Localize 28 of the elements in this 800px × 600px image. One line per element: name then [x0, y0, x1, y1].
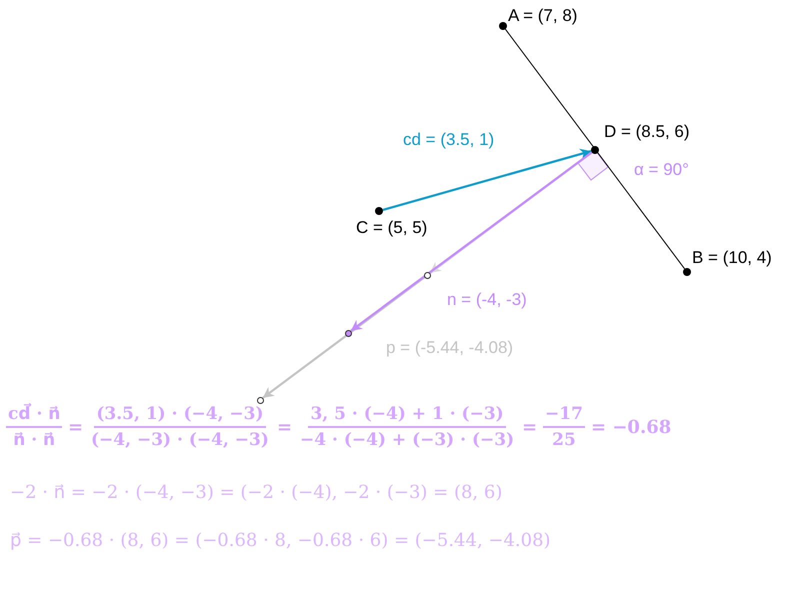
formula-denominator: −4 · (−4) + (−3) · (−3)	[299, 429, 516, 450]
formula-numerator: cd⃗ · n⃗	[6, 404, 62, 428]
formula-numerator: (3.5, 1) · (−4, −3)	[94, 404, 266, 428]
point-label: B = (10, 4)	[692, 248, 772, 268]
vector-arrow	[350, 152, 592, 332]
point-marker	[424, 272, 430, 278]
formula-numerator: −17	[543, 404, 585, 428]
formula-denominator: n⃗ · n⃗	[12, 429, 56, 450]
vector-arrow	[382, 148, 592, 211]
point-marker	[256, 396, 264, 404]
formula-line: −2 · n⃗ = −2 · (−4, −3) = (−2 · (−4), −2 · (−3) = (8, 6)	[10, 482, 502, 503]
point-label: D = (8.5, 6)	[604, 122, 690, 142]
edge-label: p = (-5.44, -4.08)	[386, 338, 514, 358]
edge-label: n = (-4, -3)	[447, 290, 527, 310]
formula-line: p⃗ = −0.68 · (8, 6) = (−0.68 · 8, −0.68 · 6) = (−5.44, −4.08)	[10, 530, 551, 551]
formula-text: =	[68, 417, 84, 438]
formula-numerator: 3, 5 · (−4) + 1 · (−3)	[308, 404, 506, 428]
formula-text: =	[522, 417, 538, 438]
formula-text: = −0.68	[591, 417, 672, 438]
formula-denominator: (−4, −3) · (−4, −3)	[90, 429, 270, 450]
point-label: A = (7, 8)	[508, 6, 578, 26]
point-marker	[344, 330, 352, 336]
formula-denominator: 25	[551, 429, 577, 450]
point-label: C = (5, 5)	[356, 218, 428, 238]
line-segment	[504, 28, 686, 270]
formula-text: =	[277, 417, 292, 438]
angle-label: α = 90°	[634, 160, 689, 180]
edge-label: cd = (3.5, 1)	[403, 130, 494, 150]
